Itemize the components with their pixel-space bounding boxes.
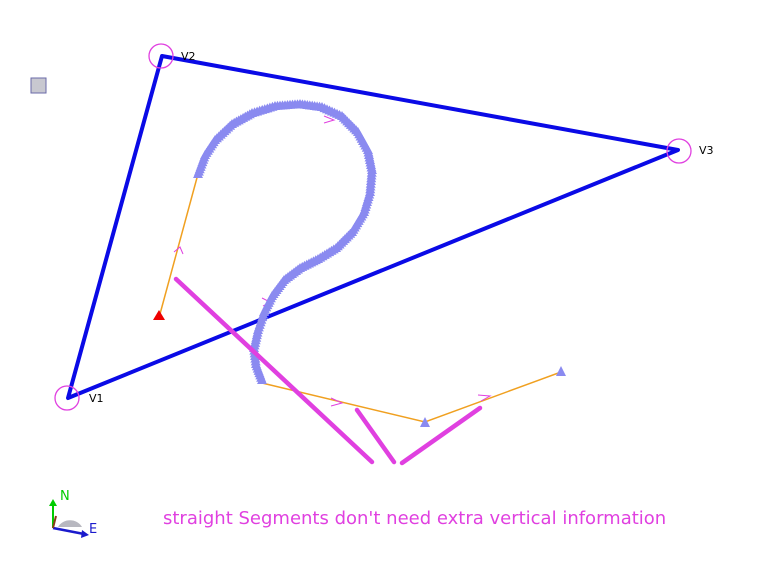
vertex-v2-handle[interactable] (148, 43, 174, 69)
path-line-start (159, 173, 199, 315)
path-end-marker (420, 417, 430, 427)
vertex-v1-handle[interactable] (54, 385, 80, 411)
east-label: E (89, 522, 97, 537)
vertex-v3-label: V3 (699, 144, 714, 157)
segment-short (354, 407, 397, 465)
vertical-axis (52, 515, 57, 529)
arrow-marker (477, 394, 492, 402)
path-end-marker (556, 366, 566, 376)
compass-axes-icon: N E (49, 489, 97, 538)
red-triangle-start-icon[interactable] (153, 310, 165, 320)
path-lines (159, 173, 562, 423)
segment-long (173, 276, 375, 465)
square-toggle-icon[interactable] (30, 77, 47, 94)
arrow-marker (173, 246, 184, 255)
segment-right (399, 405, 483, 466)
path-line-bottom (261, 371, 562, 423)
north-label: N (60, 489, 70, 504)
compass-disc (58, 520, 82, 527)
vertex-v1-label: V1 (89, 392, 104, 405)
arc-marker-icon (257, 375, 267, 384)
vertex-v2-label: V2 (181, 50, 196, 63)
east-arrow (81, 530, 89, 538)
north-arrow (49, 499, 57, 506)
vertex-v3-handle[interactable] (666, 138, 692, 164)
arc-marker-group (193, 99, 377, 384)
arrow-marker (323, 115, 336, 124)
east-axis (52, 526, 85, 536)
straight-segments (173, 276, 483, 466)
triangle-outline (66, 54, 680, 400)
arrow-marker (330, 397, 344, 407)
direction-arrows (173, 115, 492, 407)
caption-text: straight Segments don't need extra verti… (163, 508, 667, 529)
